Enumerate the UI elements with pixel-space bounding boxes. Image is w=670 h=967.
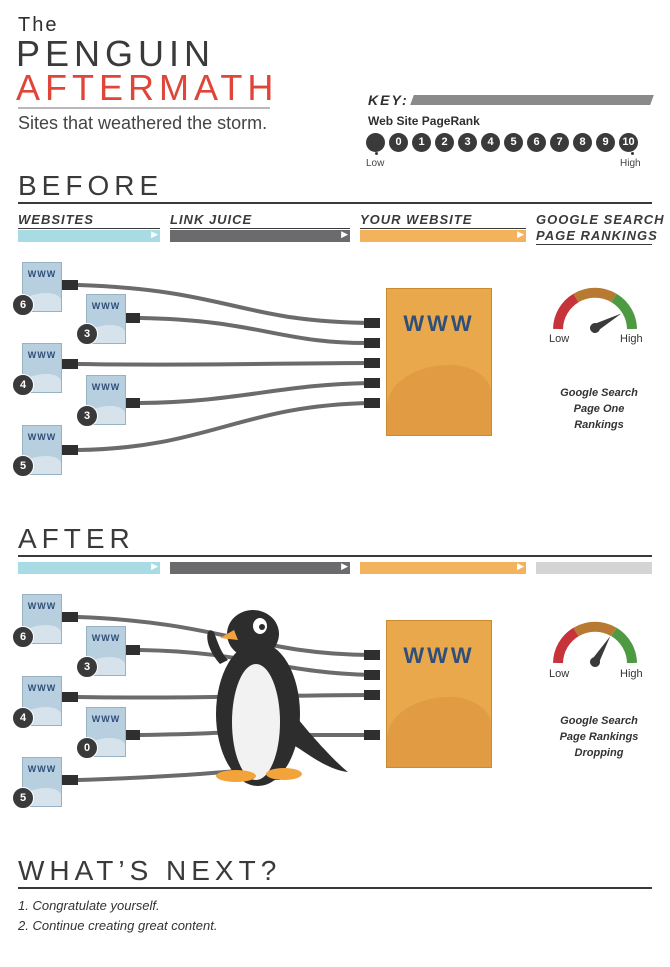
next-item-2: 2. Continue creating great content. (18, 918, 218, 933)
pagerank-dot: 8 (573, 133, 592, 152)
col-google-line (536, 244, 652, 245)
next-item-1: 1. Congratulate yourself. (18, 898, 160, 913)
key-label: KEY: (368, 92, 409, 108)
before-site-2-rank: 3 (76, 323, 98, 345)
pagerank-dot: 10 (619, 133, 638, 152)
after-google-bar (536, 562, 652, 574)
after-your-website-bar (360, 561, 526, 574)
key-high-tick (631, 152, 634, 155)
after-link-juice-bar (170, 561, 350, 574)
after-site-4-rank: 0 (76, 737, 98, 759)
col-websites: WEBSITES (18, 212, 94, 227)
title-aftermath: AFTERMATH (16, 67, 279, 108)
col-link-juice: LINK JUICE (170, 212, 253, 227)
before-site-3-rank: 4 (12, 374, 34, 396)
after-gauge-needle (590, 636, 611, 667)
col-your-website: YOUR WEBSITE (360, 212, 473, 227)
title-the: The (18, 14, 59, 36)
before-gauge (553, 287, 637, 333)
key-low-label: Low (366, 158, 385, 169)
pagerank-dot: 6 (527, 133, 546, 152)
after-websites-bar (18, 561, 160, 574)
pagerank-dot: 3 (458, 133, 477, 152)
col-google-2: PAGE RANKINGS (536, 228, 658, 243)
before-gauge-high: High (620, 333, 643, 345)
before-divider (18, 202, 652, 204)
before-your-website: WWW (386, 288, 492, 436)
after-heading: AFTER (18, 523, 135, 554)
after-your-website: WWW (386, 620, 492, 768)
pagerank-dot: 4 (481, 133, 500, 152)
link-juice-bar (170, 229, 350, 242)
pagerank-dot: 7 (550, 133, 569, 152)
title-divider (18, 107, 270, 109)
col-websites-line (18, 228, 160, 229)
before-site-1-rank: 6 (12, 294, 34, 316)
after-site-2-rank: 3 (76, 656, 98, 678)
subtitle: Sites that weathered the storm. (18, 113, 268, 133)
title-penguin: PENGUIN (16, 33, 216, 74)
after-gauge-high: High (620, 668, 643, 680)
after-site-1-rank: 6 (12, 626, 34, 648)
after-site-5-rank: 5 (12, 787, 34, 809)
pagerank-dot: 0 (389, 133, 408, 152)
after-gauge-low: Low (549, 668, 570, 680)
key-low-tick (375, 152, 378, 155)
before-site-4-rank: 3 (76, 405, 98, 427)
pagerank-dot: 9 (596, 133, 615, 152)
websites-bar (18, 229, 160, 242)
col-your-website-line (360, 228, 526, 229)
after-gauge (553, 621, 637, 667)
after-site-1: WWW (22, 594, 62, 644)
before-heading: BEFORE (18, 170, 164, 201)
pagerank-dot: 5 (504, 133, 523, 152)
after-divider (18, 555, 652, 557)
before-gauge-low: Low (549, 333, 570, 345)
col-link-juice-line (170, 228, 350, 229)
before-site-5-rank: 5 (12, 455, 34, 477)
after-site-3-rank: 4 (12, 707, 34, 729)
pagerank-dot: 1 (412, 133, 431, 152)
pagerank-dot (366, 133, 385, 152)
penguin-illustration (207, 610, 348, 786)
key-subtitle: Web Site PageRank (368, 114, 480, 128)
your-website-bar (360, 229, 526, 242)
next-divider (18, 887, 652, 889)
key-high-label: High (620, 158, 641, 169)
pagerank-dot: 2 (435, 133, 454, 152)
before-gauge-needle (590, 313, 622, 333)
next-heading: WHAT’S NEXT? (18, 855, 282, 886)
col-google-1: GOOGLE SEARCH (536, 212, 665, 227)
